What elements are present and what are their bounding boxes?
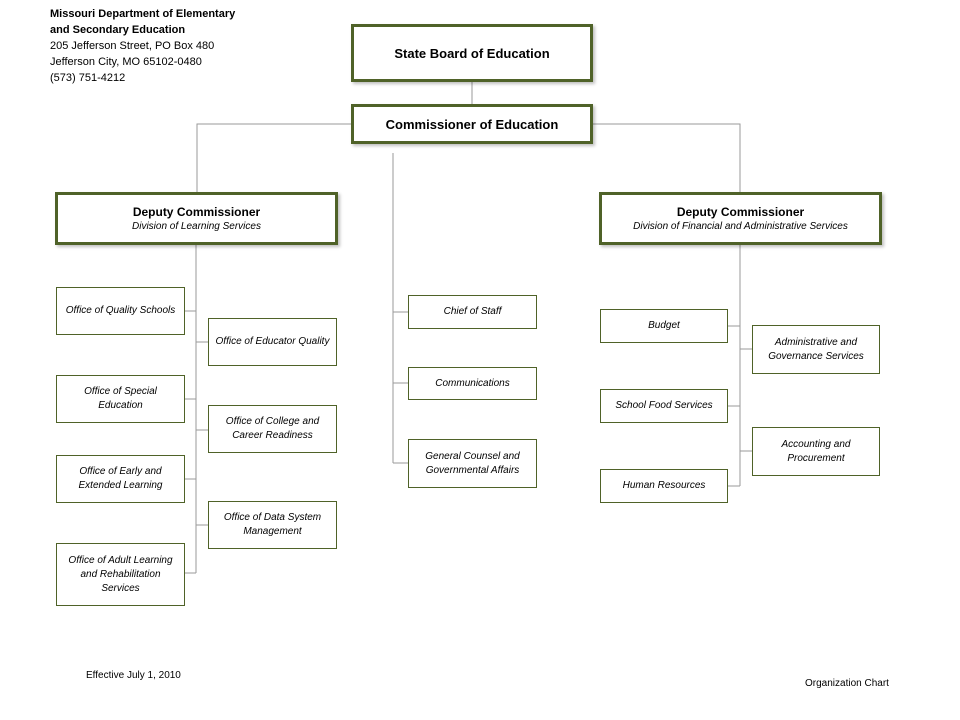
deputy-learning-box: Deputy Commissioner Division of Learning… [55,192,338,245]
budget-box: Budget [600,309,728,343]
office-adult-learning-label: Office of Adult Learning and Rehabilitat… [68,554,173,594]
human-resources-box: Human Resources [600,469,728,503]
agency-name-line1: Missouri Department of Elementary [50,8,236,20]
deputy-finance-division: Division of Financial and Administrative… [633,221,848,232]
office-college-career-box: Office of College and Career Readiness [208,405,337,453]
agency-address-block: Missouri Department of Elementary and Se… [50,6,235,86]
office-educator-quality-label: Office of Educator Quality [215,336,330,347]
phone-number: (573) 751-4212 [50,72,126,84]
commissioner-label: Commissioner of Education [385,116,559,132]
office-early-extended-learning-label: Office of Early and Extended Learning [78,466,163,491]
deputy-finance-title: Deputy Commissioner [676,205,805,219]
chief-of-staff-label: Chief of Staff [443,306,502,317]
office-data-system-box: Office of Data System Management [208,501,337,549]
office-adult-learning-box: Office of Adult Learning and Rehabilitat… [56,543,185,606]
office-early-extended-learning-box: Office of Early and Extended Learning [56,455,185,503]
chief-of-staff-box: Chief of Staff [408,295,537,329]
communications-label: Communications [435,377,510,389]
commissioner-box: Commissioner of Education [351,104,593,144]
administrative-governance-box: Administrative and Governance Services [752,325,880,374]
general-counsel-label: General Counsel and Governmental Affairs [425,450,520,476]
office-data-system-label: Office of Data System Management [223,512,322,537]
state-board-box: State Board of Education [351,24,593,82]
deputy-finance-box: Deputy Commissioner Division of Financia… [599,192,882,245]
general-counsel-box: General Counsel and Governmental Affairs [408,439,537,488]
street-address: 205 Jefferson Street, PO Box 480 [50,40,215,52]
office-special-education-label: Office of Special Education [84,386,157,411]
office-special-education-box: Office of Special Education [56,375,185,423]
office-quality-schools-label: Office of Quality Schools [65,305,176,316]
city-state-zip: Jefferson City, MO 65102-0480 [50,56,202,68]
budget-label: Budget [648,320,680,331]
deputy-learning-title: Deputy Commissioner [132,205,261,219]
agency-name-line2: and Secondary Education [50,24,186,36]
deputy-learning-division: Division of Learning Services [132,221,261,232]
chart-label: Organization Chart [805,678,889,689]
communications-box: Communications [408,367,537,400]
human-resources-label: Human Resources [622,480,706,491]
effective-date: Effective July 1, 2010 [86,670,181,681]
school-food-services-box: School Food Services [600,389,728,423]
state-board-label: State Board of Education [394,45,550,61]
school-food-services-label: School Food Services [615,400,713,411]
office-educator-quality-box: Office of Educator Quality [208,318,337,366]
administrative-governance-label: Administrative and Governance Services [768,336,864,362]
accounting-procurement-label: Accounting and Procurement [781,438,851,464]
office-college-career-label: Office of College and Career Readiness [225,416,320,441]
office-quality-schools-box: Office of Quality Schools [56,287,185,335]
accounting-procurement-box: Accounting and Procurement [752,427,880,476]
